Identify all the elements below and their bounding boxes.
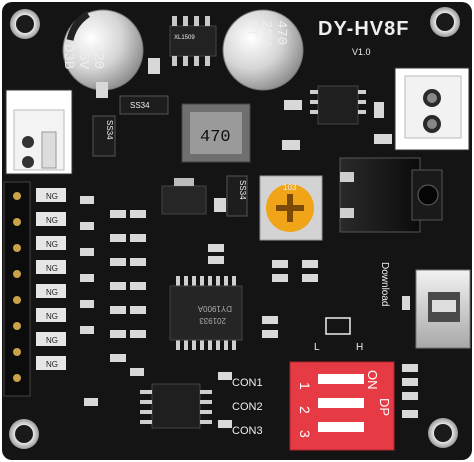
chip-xl1509-label: XL1509 (174, 35, 195, 41)
cap-right-text-3: VT (243, 20, 259, 37)
diode-ss34-mid: SS34 (226, 175, 248, 217)
cap-left-text-2: 35V (75, 44, 91, 70)
cap-left-text-1: 220 (90, 44, 106, 69)
ng-label-6: NG (46, 312, 58, 321)
ng-label-8: NG (46, 360, 58, 369)
smd-components (80, 58, 418, 428)
dip-num-1: 1 (297, 382, 313, 390)
diodes-ss34_c-text: SS34 (238, 180, 247, 200)
board-version-label: V1.0 (352, 47, 371, 57)
con2-label: CON2 (232, 401, 263, 413)
dip-switch: ON DP 1 2 3 (289, 361, 395, 451)
mounting-holes (9, 7, 460, 449)
pot-label: 103 (283, 183, 297, 192)
ng-label-5: NG (46, 288, 58, 297)
diodes-ss34_a-text: SS34 (130, 101, 150, 110)
screw-terminal-left (5, 89, 73, 175)
dip-num-2: 2 (297, 406, 313, 414)
capacitor-right: 470 25V VT (222, 9, 304, 91)
ng-label-2: NG (46, 216, 58, 225)
diodes-ss34_b-text: SS34 (105, 120, 114, 140)
jumper-pad (325, 317, 351, 335)
diode-ss34-left: SS34 (92, 115, 116, 157)
pin-header-left (3, 181, 31, 397)
screw-terminal-right (394, 67, 470, 151)
audio-jack (339, 157, 443, 233)
cap-right-text-2: 25V (258, 20, 274, 46)
voltage-regulator (161, 178, 207, 215)
ng-resistor-column: NG NG NG NG NG NG NG NG (36, 188, 66, 370)
chip-amp-top-right (310, 85, 366, 125)
capacitor-left: 220 35V D3B (60, 9, 144, 91)
con1-label: CON1 (232, 377, 263, 389)
ng-label-1: NG (46, 192, 58, 201)
dip-on-label: ON (365, 370, 380, 390)
ng-label-7: NG (46, 336, 58, 345)
chip-flash (140, 383, 212, 429)
chip-xl1509: XL1509 (169, 16, 217, 66)
cap-right-text-1: 470 (273, 20, 289, 45)
dip-num-3: 3 (297, 430, 313, 438)
inductor-label: 470 (200, 128, 231, 147)
chip-main-line1: 201933 (199, 316, 226, 325)
lh-left-label: L (314, 342, 320, 353)
chip-dy1900a: 201933 DY1900A (169, 276, 243, 350)
cap-left-text-3: D3B (60, 44, 76, 69)
diode-ss34-top: SS34 (119, 95, 169, 115)
chip-main-line2: DY1900A (197, 304, 232, 313)
con3-label: CON3 (232, 425, 263, 437)
download-label: Download (379, 262, 390, 306)
ng-label-3: NG (46, 240, 58, 249)
inductor: 470 (181, 103, 251, 163)
ng-label-4: NG (46, 264, 58, 273)
micro-usb-port (415, 269, 471, 349)
board-model-label: DY-HV8F (318, 18, 409, 40)
dip-dp-label: DP (377, 398, 392, 416)
lh-right-label: H (356, 342, 363, 353)
potentiometer: 103 (259, 175, 323, 241)
